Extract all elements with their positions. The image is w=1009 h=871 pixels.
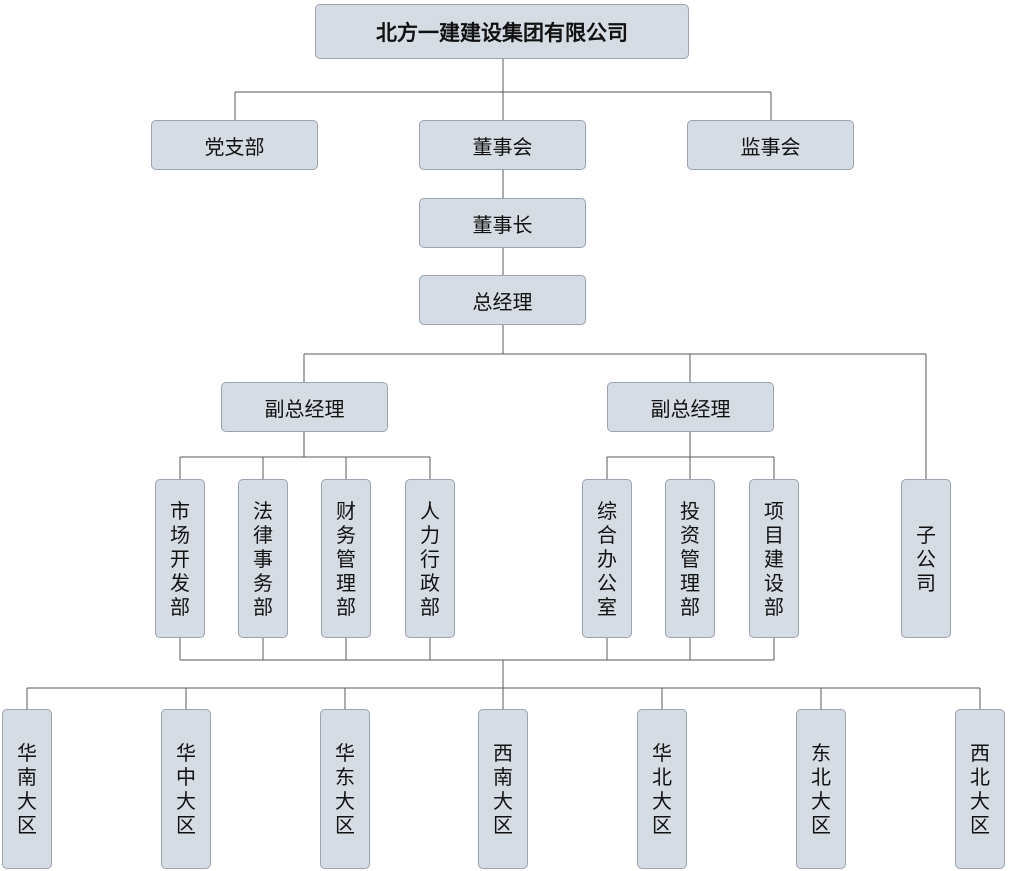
dept-label: 法律事务部	[253, 498, 273, 619]
node-region-northeast: 东北大区	[796, 709, 846, 869]
node-vp-left: 副总经理	[221, 382, 388, 432]
region-label: 华南大区	[17, 741, 37, 837]
node-dept-hr-admin: 人力行政部	[405, 479, 455, 638]
node-dept-finance: 财务管理部	[321, 479, 371, 638]
dept-label: 市场开发部	[170, 498, 190, 619]
node-region-northwest: 西北大区	[955, 709, 1005, 869]
node-party-branch: 党支部	[151, 120, 318, 170]
region-label: 东北大区	[811, 741, 831, 837]
node-supervisors: 监事会	[687, 120, 854, 170]
node-dept-investment: 投资管理部	[665, 479, 715, 638]
node-subsidiary: 子公司	[901, 479, 951, 638]
region-label: 西北大区	[970, 741, 990, 837]
node-vp-right: 副总经理	[607, 382, 774, 432]
node-region-east: 华东大区	[320, 709, 370, 869]
node-dept-general-office: 综合办公室	[582, 479, 632, 638]
node-region-north: 华北大区	[637, 709, 687, 869]
node-dept-market: 市场开发部	[155, 479, 205, 638]
region-label: 华中大区	[176, 741, 196, 837]
node-region-southwest: 西南大区	[478, 709, 528, 869]
node-dept-legal: 法律事务部	[238, 479, 288, 638]
dept-label: 投资管理部	[680, 498, 700, 619]
dept-label: 人力行政部	[420, 498, 440, 619]
node-board: 董事会	[419, 120, 586, 170]
region-label: 华东大区	[335, 741, 355, 837]
node-general-manager: 总经理	[419, 275, 586, 325]
node-region-central: 华中大区	[161, 709, 211, 869]
dept-label: 项目建设部	[764, 498, 784, 619]
subsidiary-label: 子公司	[916, 522, 936, 595]
region-label: 华北大区	[652, 741, 672, 837]
dept-label: 财务管理部	[336, 498, 356, 619]
node-chairman: 董事长	[419, 198, 586, 248]
region-label: 西南大区	[493, 741, 513, 837]
node-dept-project: 项目建设部	[749, 479, 799, 638]
node-root-company: 北方一建建设集团有限公司	[315, 4, 689, 59]
dept-label: 综合办公室	[597, 498, 617, 619]
node-region-south: 华南大区	[2, 709, 52, 869]
